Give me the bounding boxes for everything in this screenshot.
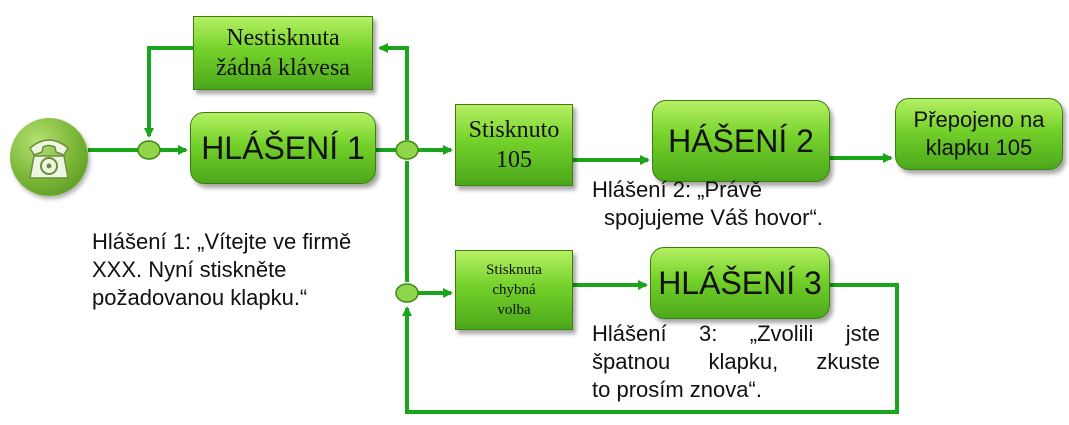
junction-node-lower	[395, 283, 419, 303]
note-1-line2: XXX. Nyní stiskněte	[92, 257, 287, 282]
announcement-1-box: HLÁŠENÍ 1	[190, 112, 376, 184]
note-1-line3: požadovanou klapku.“	[92, 285, 308, 310]
note-3-line3: to prosím znova“.	[592, 377, 762, 402]
announcement-3-label: HLÁŠENÍ 3	[658, 264, 822, 301]
note-3-line1: Hlášení 3: „Zvolili jste	[592, 321, 880, 346]
announcement-1-label: HLÁŠENÍ 1	[201, 129, 365, 166]
transferred-line2: klapku 105	[925, 135, 1033, 160]
pressed-105-line1: Stisknuto	[468, 117, 560, 143]
no-key-pressed-line1: Nestisknuta	[226, 25, 340, 51]
arrow-loop-back	[402, 283, 899, 414]
announcement-3-box: HLÁŠENÍ 3	[650, 247, 830, 319]
note-2-line2: spojujeme Váš hovor“.	[604, 205, 823, 230]
pressed-105-box: Stisknuto 105	[455, 104, 573, 186]
wrong-choice-line1: Stisknuta	[486, 262, 542, 278]
arrow-nestisknuta-to-junction	[144, 46, 193, 138]
no-key-pressed-line2: žádná klávesa	[216, 55, 350, 81]
pressed-105-line2: 105	[495, 147, 532, 173]
note-2-line1: Hlášení 2: „Právě	[592, 177, 762, 202]
telephone-icon	[10, 118, 88, 196]
wrong-choice-line3: volba	[497, 302, 531, 318]
arrow-to-nestisknuta	[378, 43, 409, 140]
announcement-3-note: Hlášení 3: „Zvolili jste špatnou klapku,…	[592, 320, 892, 404]
wrong-choice-line2: chybná	[492, 282, 536, 298]
junction-node-start	[137, 140, 161, 160]
note-1-line1: Hlášení 1: „Vítejte ve firmě	[92, 229, 352, 254]
junction-node-upper	[395, 140, 419, 160]
note-3-line2: špatnou klapku, zkuste	[592, 349, 880, 374]
announcement-2-label: HÁŠENÍ 2	[668, 122, 814, 159]
no-key-pressed-box: Nestisknuta žádná klávesa	[193, 16, 373, 90]
transferred-box: Přepojeno na klapku 105	[895, 98, 1063, 170]
announcement-1-note: Hlášení 1: „Vítejte ve firmě XXX. Nyní s…	[92, 228, 372, 312]
wrong-choice-box: Stisknuta chybná volba	[455, 250, 573, 330]
transferred-line1: Přepojeno na	[913, 107, 1045, 132]
announcement-2-box: HÁŠENÍ 2	[652, 100, 830, 182]
announcement-2-note: Hlášení 2: „Právě spojujeme Váš hovor“.	[592, 176, 912, 232]
